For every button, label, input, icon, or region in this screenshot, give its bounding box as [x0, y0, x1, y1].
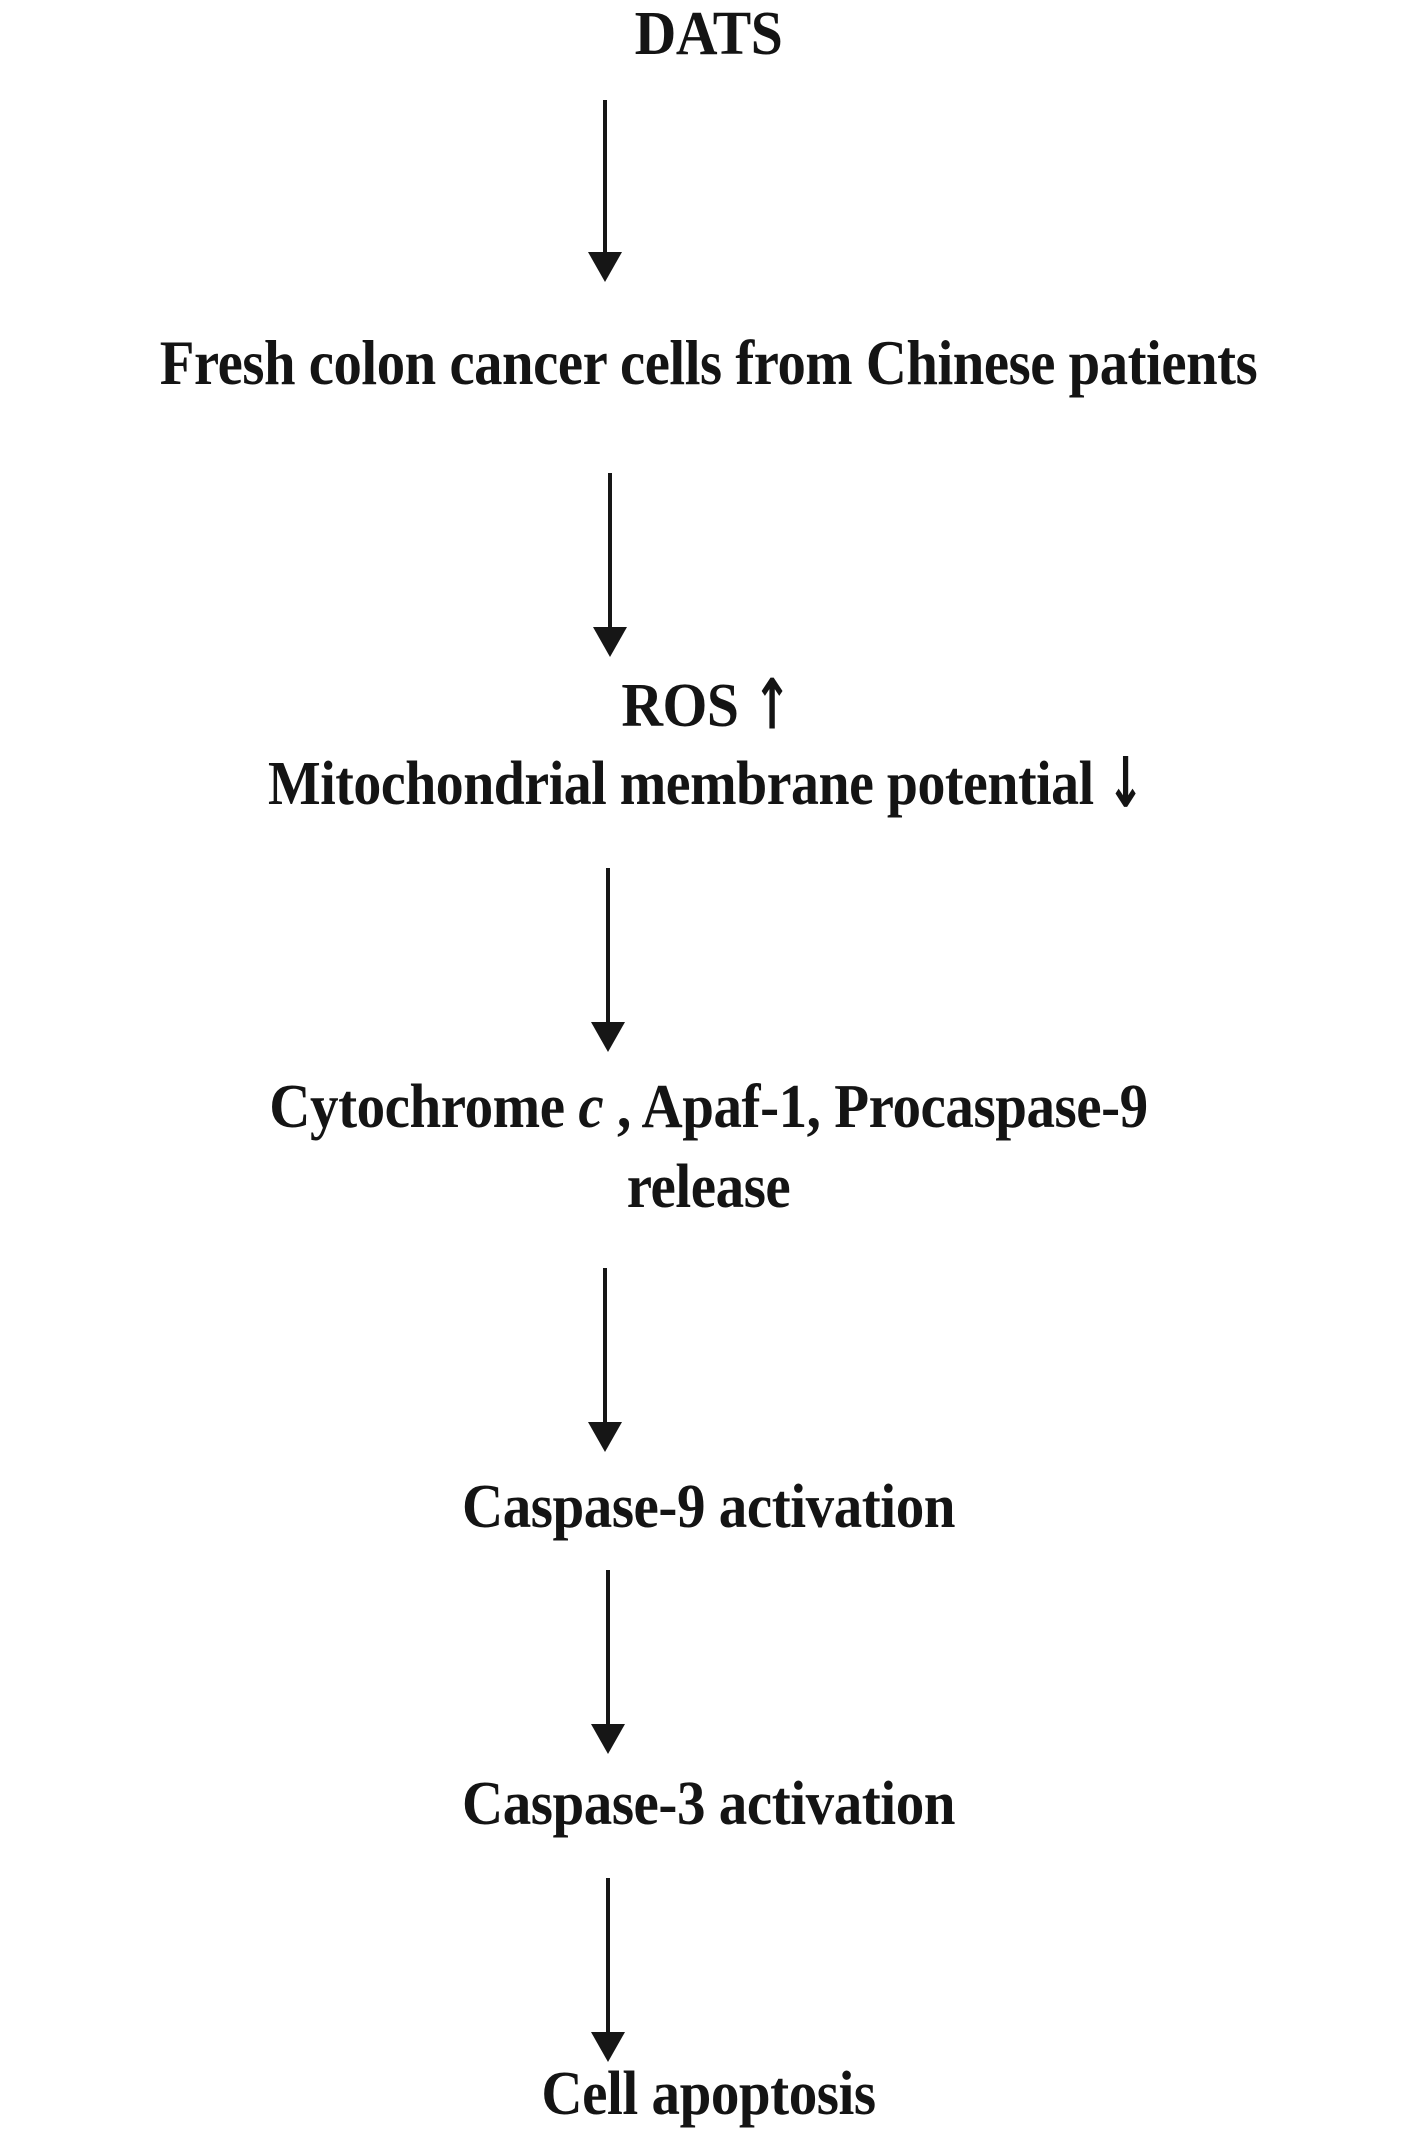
- cytochrome-word: Cytochrome: [269, 1073, 565, 1141]
- down-arrow-icon-2: [590, 473, 630, 657]
- arrow-shaft: [603, 1268, 607, 1425]
- node-dats: DATS: [50, 0, 1368, 68]
- arrow-head: [591, 1724, 625, 1754]
- node-caspase-3-activation: Caspase-3 activation: [57, 1770, 1361, 1838]
- down-arrow-icon-mito: ↓: [1107, 741, 1145, 824]
- node-mito-label: Mitochondrial membrane potential: [268, 750, 1094, 818]
- arrow-head: [593, 627, 627, 657]
- arrow-head: [591, 2032, 625, 2062]
- release-word: release: [626, 1153, 791, 1221]
- node-ros: ROS↑: [50, 668, 1368, 741]
- node-cytochrome-release-line1: Cytochrome c , Apaf-1, Procaspase-9: [57, 1073, 1361, 1141]
- node-caspase-9-label: Caspase-9 activation: [461, 1473, 956, 1541]
- down-arrow-icon-4: [585, 1268, 625, 1452]
- down-arrow-icon-3: [588, 868, 628, 1052]
- arrow-shaft: [606, 868, 610, 1025]
- node-ros-label: ROS: [621, 672, 739, 740]
- arrow-head: [588, 1422, 622, 1452]
- down-arrow-icon-5: [588, 1570, 628, 1754]
- node-cell-apoptosis: Cell apoptosis: [57, 2060, 1361, 2128]
- down-arrow-icon-1: [585, 100, 625, 282]
- cytochrome-c-italic: c: [578, 1073, 604, 1141]
- node-fresh-colon-cancer-cells: Fresh colon cancer cells from Chinese pa…: [71, 330, 1346, 396]
- arrow-head: [591, 1022, 625, 1052]
- down-arrow-icon-6: [588, 1878, 628, 2062]
- node-fresh-label: Fresh colon cancer cells from Chinese pa…: [159, 328, 1258, 398]
- arrow-shaft: [603, 100, 607, 255]
- node-cytochrome-release-line2: release: [57, 1153, 1361, 1221]
- node-caspase-3-label: Caspase-3 activation: [461, 1770, 956, 1838]
- node-caspase-9-activation: Caspase-9 activation: [57, 1473, 1361, 1541]
- up-arrow-icon-ros: ↑: [752, 663, 792, 746]
- arrow-shaft: [606, 1570, 610, 1727]
- node-mitochondrial-membrane-potential: Mitochondrial membrane potential↓: [71, 746, 1346, 819]
- arrow-head: [588, 252, 622, 282]
- node-cell-apoptosis-label: Cell apoptosis: [541, 2060, 876, 2128]
- cytochrome-partners: , Apaf-1, Procaspase-9: [617, 1073, 1148, 1141]
- node-dats-label: DATS: [634, 0, 783, 68]
- arrow-shaft: [608, 473, 612, 630]
- arrow-shaft: [606, 1878, 610, 2035]
